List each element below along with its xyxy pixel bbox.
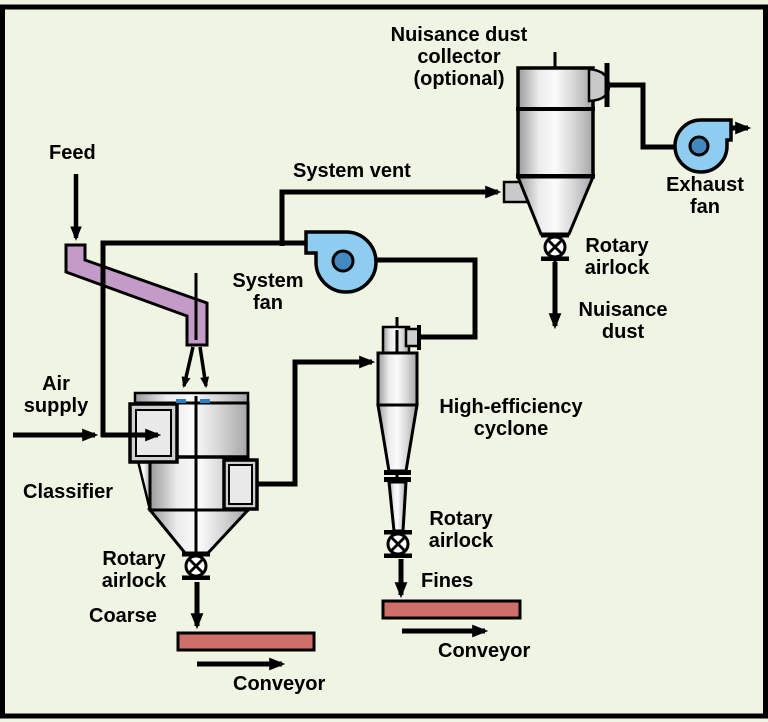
system-vent-duct (279, 185, 502, 246)
feed-split-arrow-left (181, 346, 195, 389)
cyclone-cone (387, 480, 408, 533)
classifier-rotary-airlock-label: Rotary airlock (101, 548, 167, 592)
exhaust-fan-icon (673, 118, 733, 174)
cyclone-vessel (376, 317, 421, 556)
feed-inlet-mark (200, 399, 210, 403)
collector-rotary-airlock-label: Rotary airlock (584, 235, 650, 279)
classifier-to-cyclone-duct (258, 355, 376, 487)
system-fan-label: System fan (232, 270, 304, 314)
fines-label: Fines (421, 570, 474, 592)
system-fan-icon (304, 230, 378, 294)
dust-collector-vessel (502, 52, 611, 262)
cyclone-rotary-airlock-label: Rotary airlock (428, 508, 494, 552)
nuisance-dust-collector-label: Nuisance dust collector (optional) (390, 24, 528, 90)
classifier-label: Classifier (23, 481, 114, 503)
classifier-rotary-airlock-icon (180, 550, 212, 582)
exhaust-fan-label: Exhaust fan (666, 174, 744, 218)
feed-inlet-mark (176, 399, 186, 403)
coarse-conveyor-label: Conveyor (233, 673, 326, 695)
classifier-cone (146, 508, 252, 555)
nuisance-dust-label: Nuisance dust (578, 299, 668, 343)
fines-conveyor-label: Conveyor (438, 640, 531, 662)
collector-rotary-airlock-icon (539, 231, 571, 263)
collector-to-exhaust-duct (608, 82, 691, 154)
high-efficiency-cyclone-label: High-efficiency cyclone (439, 396, 583, 440)
cyclone-to-fan-duct (359, 253, 478, 340)
classifier-vessel (128, 346, 259, 555)
feed-chute (64, 243, 209, 347)
fan-discharge-duct (100, 240, 310, 437)
coarse-label: Coarse (89, 605, 157, 627)
cyclone-rotary-airlock-icon (382, 528, 414, 560)
air-supply-label: Air supply (23, 373, 89, 417)
collector-cone (515, 175, 596, 236)
feed-split-arrow-right (198, 346, 210, 389)
figure-frame (0, 4, 768, 719)
system-vent-label: System vent (293, 160, 411, 182)
fines-conveyor-belt (381, 599, 522, 620)
feed-label: Feed (49, 142, 96, 164)
coarse-conveyor-belt (176, 631, 316, 652)
